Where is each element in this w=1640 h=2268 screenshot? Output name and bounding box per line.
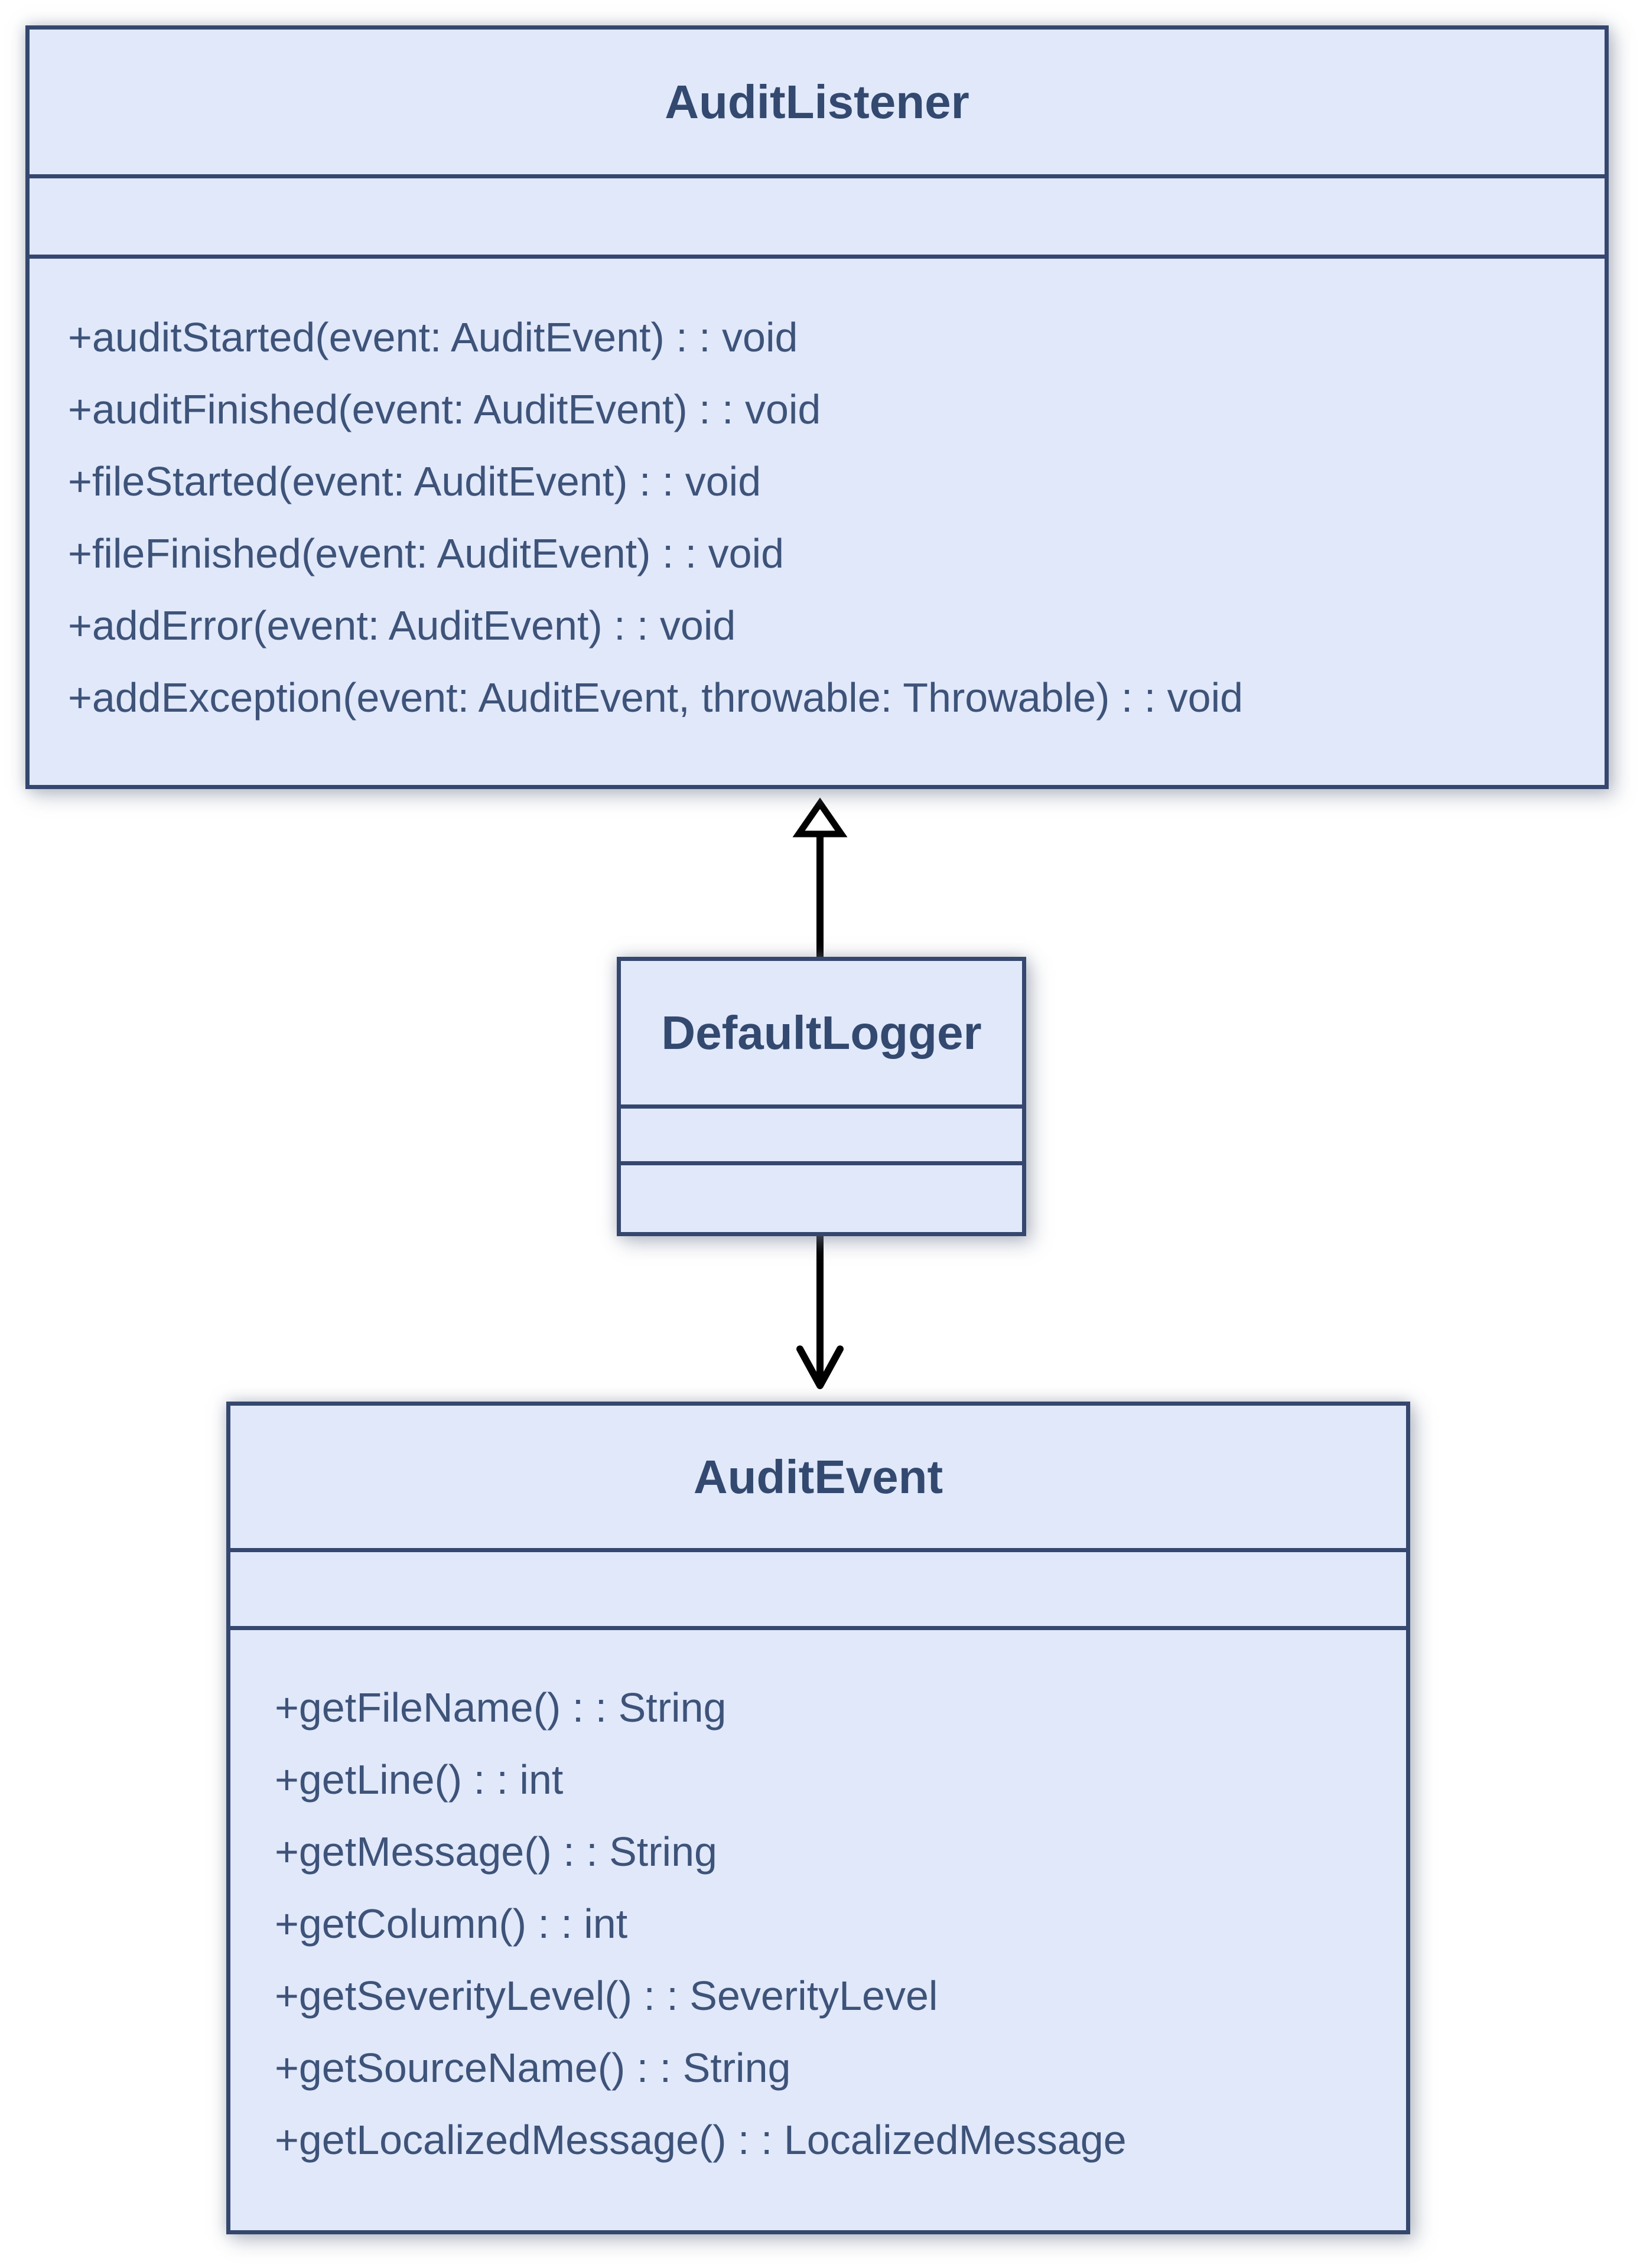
realization-arrow-defaultlogger-to-auditlistener [792, 797, 848, 958]
method-line: +getSourceName() : : String [275, 2045, 791, 2091]
method-line: +getFileName() : : String [275, 1684, 727, 1731]
class-name: DefaultLogger [661, 1006, 982, 1059]
hollow-triangle-arrowhead-icon [792, 797, 848, 838]
open-v-arrowhead-icon [796, 1345, 844, 1389]
methods-compartment [621, 1165, 1022, 1232]
method-line: +fileStarted(event: AuditEvent) : : void [68, 458, 762, 504]
method-line: +getMessage() : : String [275, 1829, 717, 1875]
association-arrow-defaultlogger-to-auditevent [796, 1235, 844, 1389]
attributes-compartment [621, 1109, 1022, 1165]
class-name-compartment: AuditEvent [230, 1406, 1406, 1552]
class-name: AuditListener [665, 75, 969, 128]
class-auditevent: AuditEvent +getFileName() : : String+get… [226, 1402, 1410, 2234]
attributes-compartment [230, 1552, 1406, 1630]
method-line: +getColumn() : : int [275, 1901, 628, 1947]
method-line: +getLine() : : int [275, 1757, 564, 1803]
method-line: +auditFinished(event: AuditEvent) : : vo… [68, 386, 821, 432]
methods-compartment: +getFileName() : : String +getLine() : : … [230, 1630, 1406, 2230]
class-name: AuditEvent [693, 1450, 943, 1503]
attributes-compartment [30, 178, 1605, 259]
class-name-compartment: AuditListener [30, 30, 1605, 178]
method-line: +auditStarted(event: AuditEvent) : : voi… [68, 314, 798, 360]
method-line: +getSeverityLevel() : : SeverityLevel [275, 1973, 938, 2019]
method-line: +getLocalizedMessage() : : LocalizedMess… [275, 2117, 1127, 2163]
class-defaultlogger: DefaultLogger [617, 957, 1026, 1236]
class-name-compartment: DefaultLogger [621, 961, 1022, 1109]
method-line: +addError(event: AuditEvent) : : void [68, 602, 736, 649]
method-line: +fileFinished(event: AuditEvent) : : voi… [68, 530, 785, 576]
methods-compartment: +auditStarted(event: AuditEvent) : : voi… [30, 259, 1605, 785]
class-auditlistener: AuditListener +auditStarted(event: Audit… [25, 25, 1609, 789]
method-line: +addException(event: AuditEvent, throwab… [68, 674, 1244, 721]
